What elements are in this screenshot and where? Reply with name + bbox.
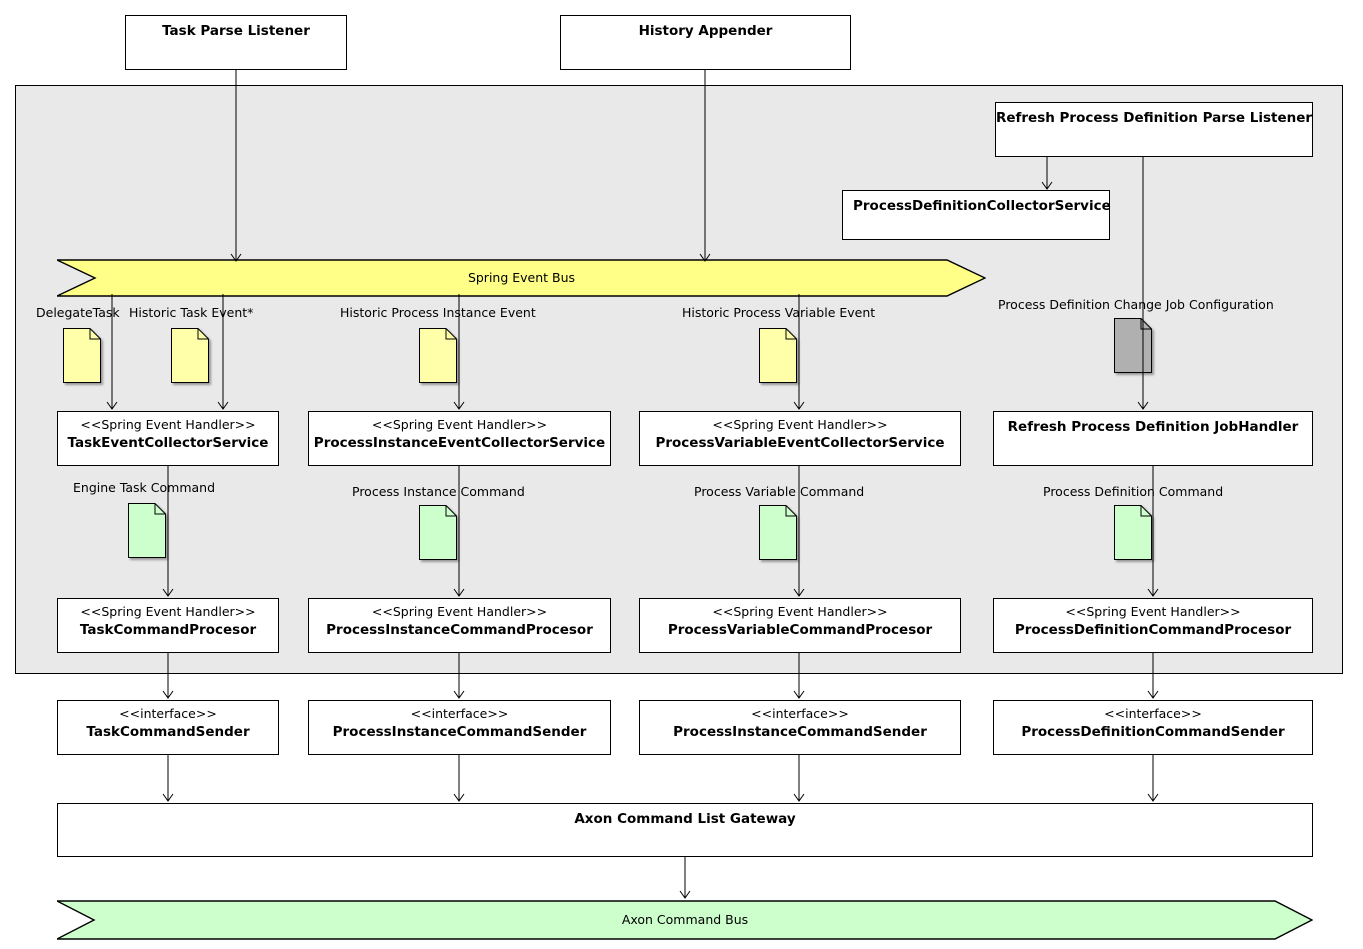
note-engine-task-command — [128, 503, 166, 558]
node-stereotype: <<interface>> — [119, 706, 217, 721]
note-historic-process-variable-event — [759, 328, 797, 383]
node-stereotype: <<Spring Event Handler>> — [371, 604, 548, 619]
note-process-definition-change-job-configuration — [1114, 318, 1152, 373]
node-title: TaskEventCollectorService — [67, 435, 269, 451]
node-task-event-collector-service[interactable]: <<Spring Event Handler>> TaskEventCollec… — [57, 411, 279, 466]
node-title: ProcessInstanceCommandSender — [673, 724, 927, 740]
note-historic-process-instance-event — [419, 328, 457, 383]
note-process-instance-command — [419, 505, 457, 560]
axon-command-bus-label: Axon Command Bus — [621, 912, 749, 927]
node-title: ProcessInstanceCommandProcesor — [326, 622, 593, 638]
node-refresh-process-definition-jobhandler[interactable]: Refresh Process Definition JobHandler — [993, 411, 1313, 466]
node-stereotype: <<interface>> — [1104, 706, 1202, 721]
axon-command-bus[interactable]: Axon Command Bus — [57, 900, 1313, 940]
node-process-definition-collector-service[interactable]: ProcessDefinitionCollectorService — [842, 190, 1111, 240]
node-stereotype: <<Spring Event Handler>> — [371, 417, 548, 432]
note-label-process-variable-command: Process Variable Command — [694, 484, 865, 499]
spring-event-bus[interactable]: Spring Event Bus — [57, 259, 986, 297]
note-process-variable-command — [759, 505, 797, 560]
node-title: TaskCommandSender — [86, 724, 250, 740]
node-task-command-sender[interactable]: <<interface>> TaskCommandSender — [57, 700, 279, 755]
node-title: Refresh Process Definition JobHandler — [1007, 419, 1299, 435]
node-title: Refresh Process Definition Parse Listene… — [995, 110, 1313, 126]
note-label-process-definition-command: Process Definition Command — [1043, 484, 1224, 499]
note-delegate-task — [63, 328, 101, 383]
node-title: ProcessInstanceEventCollectorService — [313, 435, 606, 451]
note-label-historic-process-variable-event: Historic Process Variable Event — [682, 305, 876, 320]
node-stereotype: <<Spring Event Handler>> — [80, 604, 256, 619]
note-label-historic-process-instance-event: Historic Process Instance Event — [340, 305, 536, 320]
node-title: ProcessDefinitionCommandProcesor — [1014, 622, 1292, 638]
note-label-process-instance-command: Process Instance Command — [352, 484, 525, 499]
node-process-instance-command-procesor[interactable]: <<Spring Event Handler>> ProcessInstance… — [308, 598, 611, 653]
note-label-process-definition-change-job-configuration: Process Definition Change Job Configurat… — [998, 297, 1274, 312]
node-title: TaskCommandProcesor — [79, 622, 257, 638]
node-title: ProcessDefinitionCommandSender — [1021, 724, 1285, 740]
spring-integration-group — [15, 85, 1343, 674]
node-title: Axon Command List Gateway — [574, 811, 796, 827]
note-label-engine-task-command: Engine Task Command — [73, 480, 216, 495]
node-process-instance-event-collector-service[interactable]: <<Spring Event Handler>> ProcessInstance… — [308, 411, 611, 466]
node-title: ProcessDefinitionCollectorService — [853, 198, 1111, 214]
note-label-historic-task-event: Historic Task Event* — [129, 305, 254, 320]
node-process-instance-command-sender-2[interactable]: <<interface>> ProcessInstanceCommandSend… — [639, 700, 961, 755]
node-stereotype: <<Spring Event Handler>> — [1065, 604, 1241, 619]
node-process-variable-event-collector-service[interactable]: <<Spring Event Handler>> ProcessVariable… — [639, 411, 961, 466]
note-process-definition-command — [1114, 505, 1152, 560]
node-task-parse-listener[interactable]: Task Parse Listener — [125, 15, 347, 70]
node-stereotype: <<Spring Event Handler>> — [712, 604, 888, 619]
node-refresh-process-definition-parse-listener[interactable]: Refresh Process Definition Parse Listene… — [995, 102, 1313, 157]
node-title: Task Parse Listener — [162, 23, 310, 39]
node-history-appender[interactable]: History Appender — [560, 15, 851, 70]
node-stereotype: <<interface>> — [751, 706, 849, 721]
node-process-definition-command-sender[interactable]: <<interface>> ProcessDefinitionCommandSe… — [993, 700, 1313, 755]
node-axon-command-list-gateway[interactable]: Axon Command List Gateway — [57, 803, 1313, 857]
node-process-instance-command-sender[interactable]: <<interface>> ProcessInstanceCommandSend… — [308, 700, 611, 755]
node-title: History Appender — [638, 23, 773, 39]
node-stereotype: <<Spring Event Handler>> — [80, 417, 256, 432]
node-process-definition-command-procesor[interactable]: <<Spring Event Handler>> ProcessDefiniti… — [993, 598, 1313, 653]
spring-event-bus-label: Spring Event Bus — [467, 270, 576, 285]
node-title: ProcessVariableEventCollectorService — [655, 435, 945, 451]
note-historic-task-event — [171, 328, 209, 383]
node-process-variable-command-procesor[interactable]: <<Spring Event Handler>> ProcessVariable… — [639, 598, 961, 653]
node-title: ProcessVariableCommandProcesor — [667, 622, 933, 638]
node-stereotype: <<Spring Event Handler>> — [712, 417, 888, 432]
node-stereotype: <<interface>> — [410, 706, 509, 721]
node-title: ProcessInstanceCommandSender — [332, 724, 587, 740]
node-task-command-procesor[interactable]: <<Spring Event Handler>> TaskCommandProc… — [57, 598, 279, 653]
note-label-delegate-task: DelegateTask — [36, 305, 120, 320]
